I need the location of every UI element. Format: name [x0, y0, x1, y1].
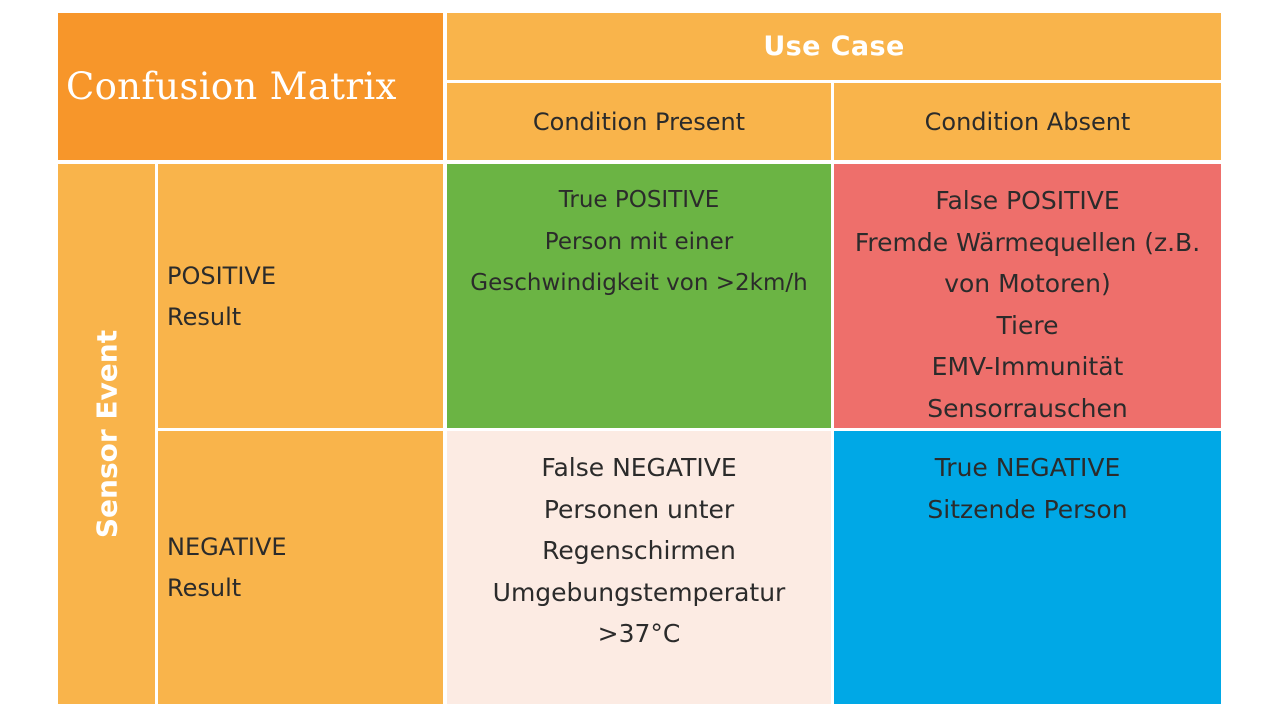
cell-line: Personen unter — [543, 494, 735, 524]
use-case-label: Use Case — [763, 31, 905, 62]
column-label-absent: Condition Absent — [924, 107, 1131, 136]
column-label-present: Condition Present — [532, 107, 746, 136]
row-header-negative: NEGATIVE Result — [158, 431, 443, 704]
row-label-line: Result — [167, 574, 242, 602]
column-header-condition-absent: Condition Absent — [834, 83, 1221, 160]
cell-line: >37°C — [597, 619, 681, 648]
cell-line: True NEGATIVE — [934, 453, 1121, 482]
row-label-line: POSITIVE — [167, 262, 276, 290]
cell-line: Sensorrauschen — [927, 393, 1128, 423]
cell-true-negative: True NEGATIVE Sitzende Person — [834, 431, 1221, 704]
cell-line: Geschwindigkeit von >2km/h — [470, 270, 808, 296]
use-case-header: Use Case — [447, 13, 1221, 80]
cell-false-positive: False POSITIVE Fremde Wärmequellen (z.B.… — [834, 164, 1221, 428]
cell-line: Person mit einer — [544, 228, 734, 255]
cell-line: von Motoren) — [944, 269, 1111, 298]
sensor-event-label: Sensor Event — [90, 329, 123, 539]
cell-line: True POSITIVE — [558, 187, 720, 213]
cell-line: Fremde Wärmequellen (z.B. — [854, 227, 1201, 257]
cell-line: Umgebungstemperatur — [492, 577, 786, 607]
cell-false-negative: False NEGATIVE Personen unter Regenschir… — [447, 431, 831, 704]
matrix-title-cell: Confusion Matrix — [58, 13, 443, 160]
row-label-line: NEGATIVE — [167, 533, 287, 561]
cell-line: EMV-Immunität — [931, 352, 1124, 381]
cell-line: False NEGATIVE — [541, 453, 737, 482]
sensor-event-header: Sensor Event — [58, 164, 155, 704]
cell-line: Regenschirmen — [542, 536, 736, 565]
cell-line: Sitzende Person — [927, 494, 1128, 524]
matrix-title: Confusion Matrix — [66, 65, 397, 108]
row-label-line: Result — [167, 303, 242, 331]
cell-true-positive: True POSITIVE Person mit einer Geschwind… — [447, 164, 831, 428]
row-header-positive: POSITIVE Result — [158, 164, 443, 428]
cell-line: Tiere — [996, 310, 1059, 340]
cell-line: False POSITIVE — [935, 186, 1120, 215]
column-header-condition-present: Condition Present — [447, 83, 831, 160]
